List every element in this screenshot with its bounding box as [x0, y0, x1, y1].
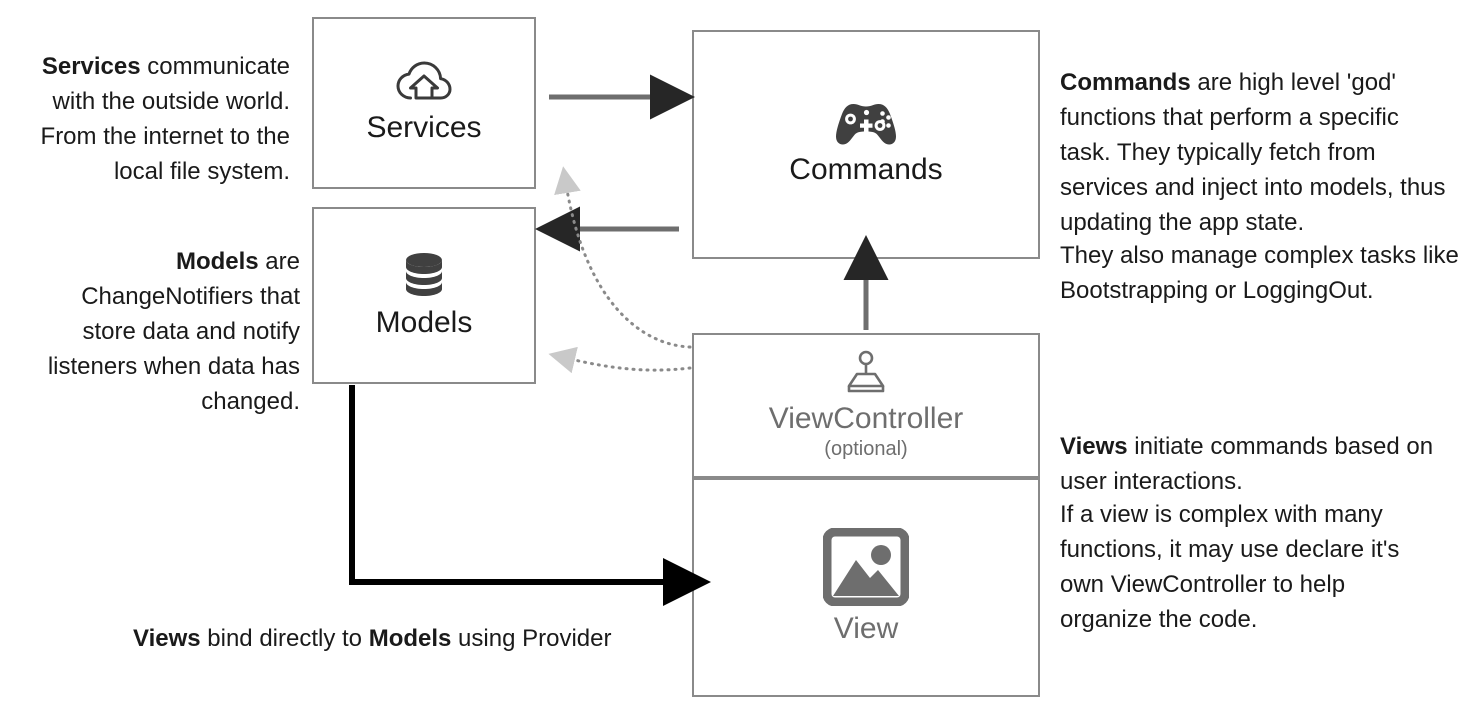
- note-models-lead: Models: [175, 248, 259, 275]
- box-models-label: Models: [375, 306, 473, 340]
- gamepad-icon: [832, 101, 900, 147]
- note-views: Views initiate commands based on user in…: [1060, 394, 1450, 499]
- binding-caption-models: Models: [368, 625, 452, 652]
- box-viewcontroller-label: ViewController: [768, 402, 964, 436]
- box-commands-label: Commands: [789, 153, 943, 187]
- note-services-body: communicate with the outside world. From…: [40, 53, 290, 185]
- binding-caption-views: Views: [133, 625, 201, 652]
- box-view[interactable]: View: [692, 478, 1040, 697]
- box-viewcontroller-sublabel: (optional): [824, 437, 908, 460]
- note-views-body: initiate commands based on user interact…: [1060, 433, 1434, 495]
- box-commands[interactable]: Commands: [692, 30, 1040, 259]
- box-services[interactable]: Services: [312, 17, 536, 189]
- box-services-label: Services: [366, 110, 482, 144]
- note-models: Models are ChangeNotifiers that store da…: [28, 209, 300, 419]
- note-commands-secondary: They also manage complex tasks like Boot…: [1060, 242, 1459, 304]
- note-commands-lead: Commands: [1060, 69, 1191, 96]
- box-models[interactable]: Models: [312, 207, 536, 384]
- box-view-label: View: [833, 612, 899, 646]
- note-commands: Commands are high level 'god' functions …: [1060, 30, 1450, 240]
- note-services: Services communicate with the outside wo…: [28, 14, 290, 189]
- connector-viewcontroller-to-models: [548, 346, 692, 374]
- note-views-lead: Views: [1060, 433, 1128, 460]
- note-services-lead: Services: [41, 53, 141, 80]
- connector-viewcontroller-to-services: [554, 166, 692, 349]
- cloud-upload-icon: [394, 61, 454, 105]
- binding-caption: Views bind directly to Models using Prov…: [133, 586, 693, 656]
- note-views-secondary: If a view is complex with many functions…: [1060, 501, 1400, 633]
- note-commands-body: are high level 'god' functions that perf…: [1060, 69, 1446, 236]
- database-icon: [401, 250, 447, 300]
- binding-caption-tail: using Provider: [451, 625, 612, 652]
- connector-models-to-view: [349, 385, 711, 606]
- picture-icon: [822, 527, 910, 607]
- box-viewcontroller[interactable]: ViewController (optional): [692, 333, 1040, 478]
- binding-caption-mid: bind directly to: [200, 625, 369, 652]
- note-models-body: are ChangeNotifiers that store data and …: [47, 248, 300, 415]
- joystick-icon: [844, 350, 888, 396]
